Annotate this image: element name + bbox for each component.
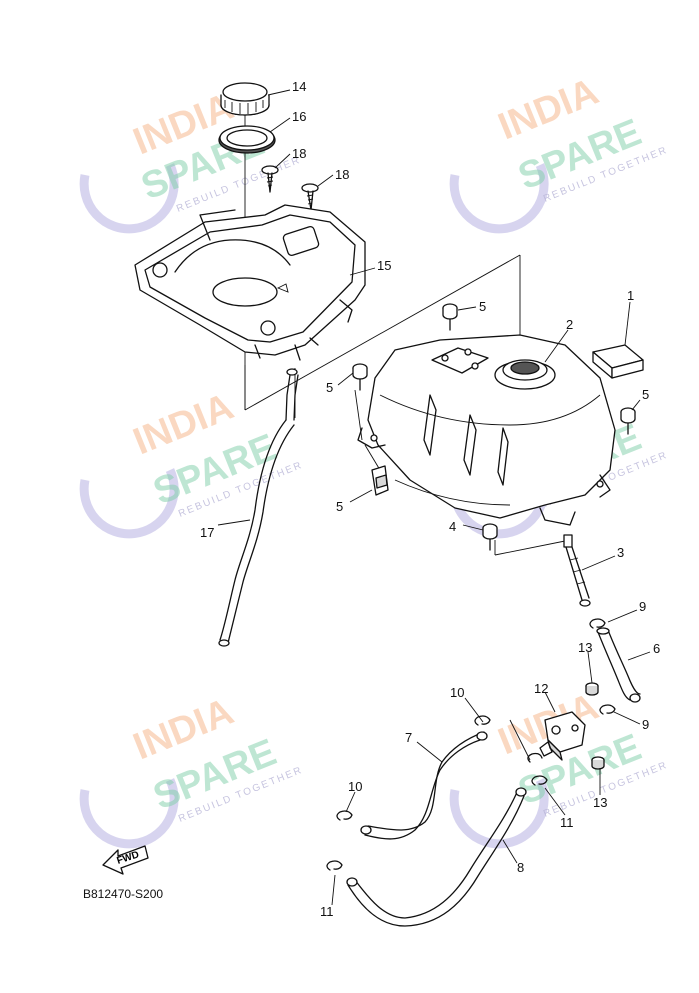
- callout-11: 11: [320, 904, 334, 919]
- callout-7: 7: [405, 730, 412, 745]
- callout-labels: 14 16 18 18 15 1 2 5 5 5 5 4 17 3 9 6 13…: [200, 79, 660, 919]
- watermark-3: INDIA SPARE REBUILD TOGETHER: [79, 386, 305, 539]
- callout-13: 13: [578, 640, 592, 655]
- callout-1: 1: [627, 288, 634, 303]
- tank-cover-tray: [134, 204, 366, 361]
- fuel-cap: [220, 82, 270, 116]
- callout-9: 9: [642, 717, 649, 732]
- fuel-hose-7: [360, 731, 488, 840]
- callout-11: 11: [560, 815, 574, 830]
- callout-5: 4: [449, 519, 456, 534]
- callout-18: 18: [335, 167, 349, 182]
- callout-leaders: [217, 89, 651, 906]
- rubber-pad: [592, 344, 644, 379]
- bolt-5a: [442, 303, 458, 331]
- callout-4: 5: [336, 499, 343, 514]
- fuel-hose-8: [346, 787, 527, 927]
- callout-10: 10: [348, 779, 362, 794]
- callout-3: 3: [617, 545, 624, 560]
- callout-5: 5: [326, 380, 333, 395]
- fuel-valve-12: [527, 711, 586, 763]
- wrench-logo-icon: [449, 163, 549, 234]
- callout-10: 10: [450, 685, 464, 700]
- callout-2: 2: [566, 317, 573, 332]
- bolt-5c: [620, 407, 636, 435]
- callout-5: 5: [642, 387, 649, 402]
- breather-hose: [218, 368, 299, 647]
- bolt-5b: [352, 363, 368, 391]
- screw-13b: [591, 756, 605, 770]
- wrench-logo-icon: [79, 778, 179, 849]
- screw-13a: [585, 682, 599, 696]
- screw-18b: [301, 183, 319, 211]
- callout-9: 9: [639, 599, 646, 614]
- clamp-11b: [326, 860, 343, 871]
- clamp-9b: [599, 704, 616, 715]
- forward-arrow-icon: FWD: [102, 845, 149, 875]
- fuel-outlet-pipe-3: [563, 534, 591, 607]
- watermark-2: INDIA SPARE REBUILD TOGETHER: [449, 71, 670, 234]
- callout-6: 6: [653, 641, 660, 656]
- wrench-logo-icon: [449, 778, 549, 849]
- wrench-logo-icon: [79, 163, 179, 234]
- callout-16: 16: [292, 109, 306, 124]
- watermark-1: INDIA SPARE REBUILD TOGETHER: [79, 86, 303, 234]
- watermark-5: INDIA SPARE REBUILD TOGETHER: [79, 691, 305, 849]
- callout-8: 8: [517, 860, 524, 875]
- hose-clip-4: [371, 465, 389, 496]
- callout-13: 13: [593, 795, 607, 810]
- callout-18: 18: [292, 146, 306, 161]
- wrench-logo-icon: [79, 468, 179, 539]
- clamp-10a: [474, 715, 491, 726]
- gasket-ring: [218, 125, 276, 154]
- clamp-11a: [531, 775, 548, 786]
- screw-18a: [261, 165, 279, 193]
- bolt-5d: [482, 523, 498, 551]
- callout-5: 5: [479, 299, 486, 314]
- fuel-tank: [357, 334, 616, 526]
- clamp-9a: [589, 618, 606, 629]
- callout-15: 15: [377, 258, 391, 273]
- clamp-10b: [336, 810, 353, 821]
- diagram-reference-code: B812470-S200: [83, 887, 163, 901]
- short-hose-6: [596, 627, 641, 703]
- callout-12: 12: [534, 681, 548, 696]
- callout-17: 17: [200, 525, 214, 540]
- callout-14: 14: [292, 79, 306, 94]
